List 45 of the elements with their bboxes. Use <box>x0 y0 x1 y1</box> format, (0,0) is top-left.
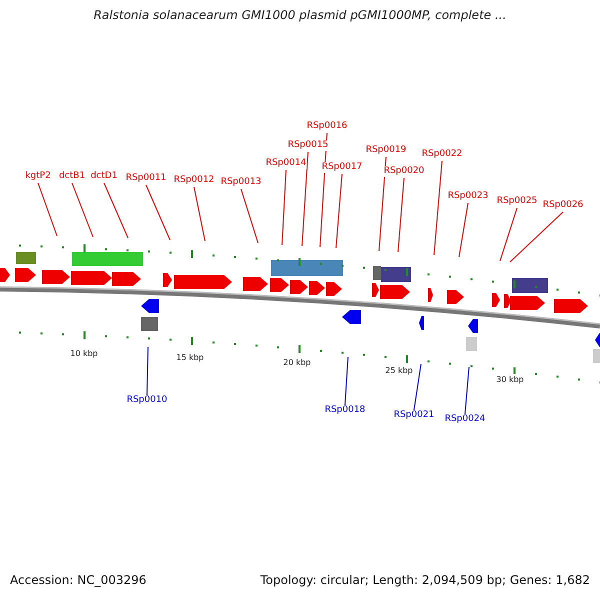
leader-line <box>378 156 386 252</box>
gene-label: kgtP2 <box>25 171 51 182</box>
leader-line <box>500 208 518 262</box>
leader-line <box>302 152 308 246</box>
leader-line <box>146 346 148 396</box>
leader-line <box>240 188 258 244</box>
scale-label: 25 kbp <box>385 365 413 376</box>
leader-line <box>282 170 286 246</box>
gene-label: RSp0019 <box>366 145 406 156</box>
gene-label: RSp0010 <box>126 395 168 406</box>
leader-line <box>398 178 404 252</box>
leader-line <box>458 202 468 258</box>
gene-label: RSp0012 <box>174 175 214 186</box>
leader-line <box>434 160 442 256</box>
gene-label: RSp0017 <box>322 162 362 173</box>
leader-line <box>414 364 422 410</box>
gene-label: RSp0021 <box>394 410 434 421</box>
leader-line <box>464 366 470 414</box>
leader-line <box>38 182 58 236</box>
scale-label: 20 kbp <box>283 357 311 368</box>
gene-label: RSp0015 <box>288 140 328 151</box>
scale-label: 30 kbp <box>496 374 524 385</box>
gene-label: RSp0013 <box>220 177 262 188</box>
leader-line <box>510 212 564 262</box>
title: Ralstonia solanacearum GMI1000 plasmid pGMI1000MP, complete ... <box>94 10 506 21</box>
footer-text: Accession: NC_003296 <box>10 575 146 586</box>
gene-label: RSp0023 <box>448 191 488 202</box>
gene-label: RSp0025 <box>496 196 538 207</box>
gene-label: RSp0011 <box>126 173 166 184</box>
scale-label: 15 kbp <box>176 352 204 363</box>
leader-line <box>146 184 170 240</box>
scale-label: 10 kbp <box>70 348 98 359</box>
leader-line <box>336 174 342 248</box>
gene-label: RSp0026 <box>542 200 584 211</box>
leader-line <box>344 356 348 406</box>
gene-label: RSp0020 <box>384 166 424 177</box>
gene-label: RSp0014 <box>266 158 306 169</box>
leader-line <box>194 186 206 242</box>
footer-text: Topology: circular; Length: 2,094,509 bp; Genes: 1,682 <box>260 575 590 586</box>
leader-line <box>104 182 128 238</box>
gene-label: RSp0022 <box>422 149 462 160</box>
gene-label: RSp0024 <box>444 414 486 425</box>
leader-line <box>72 182 94 238</box>
gene-label: RSp0018 <box>324 405 366 416</box>
gene-label: RSp0016 <box>306 121 348 132</box>
